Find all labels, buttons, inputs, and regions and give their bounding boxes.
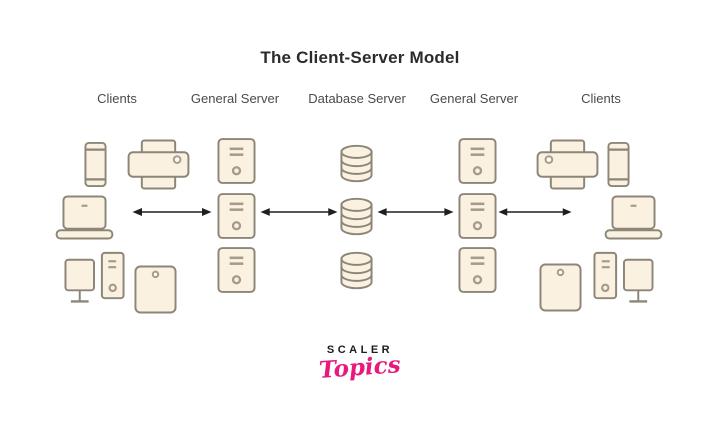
column-label-clients-left: Clients bbox=[97, 91, 137, 106]
database-icon bbox=[339, 144, 374, 183]
server-icon bbox=[217, 246, 256, 294]
smartphone-icon bbox=[607, 141, 630, 188]
server-icon bbox=[458, 192, 497, 240]
column-label-database-server: Database Server bbox=[308, 91, 406, 106]
scaler-topics-logo: SCALER Topics bbox=[0, 344, 720, 384]
double-arrow-icon bbox=[132, 206, 212, 218]
logo-brand-text: SCALER bbox=[326, 344, 394, 356]
diagram-title: The Client-Server Model bbox=[260, 48, 460, 67]
smartphone-icon bbox=[84, 141, 107, 188]
double-arrow-icon bbox=[498, 206, 572, 218]
tablet-icon bbox=[134, 265, 177, 314]
column-label-clients-right: Clients bbox=[581, 91, 621, 106]
database-icon bbox=[339, 197, 374, 236]
server-icon bbox=[458, 246, 497, 294]
column-label-general-server-right: General Server bbox=[429, 91, 519, 106]
printer-icon bbox=[536, 139, 599, 190]
printer-icon bbox=[127, 139, 190, 190]
server-icon bbox=[217, 192, 256, 240]
server-icon bbox=[458, 137, 497, 185]
database-icon bbox=[339, 251, 374, 290]
tablet-icon bbox=[539, 263, 582, 312]
logo-sub-text: Topics bbox=[318, 351, 402, 384]
desktop-computer-icon bbox=[591, 251, 654, 305]
double-arrow-icon bbox=[260, 206, 338, 218]
laptop-icon bbox=[604, 195, 663, 240]
desktop-computer-icon bbox=[64, 251, 127, 305]
column-label-general-server-left: General Server bbox=[190, 91, 280, 106]
double-arrow-icon bbox=[377, 206, 454, 218]
laptop-icon bbox=[55, 195, 114, 240]
server-icon bbox=[217, 137, 256, 185]
